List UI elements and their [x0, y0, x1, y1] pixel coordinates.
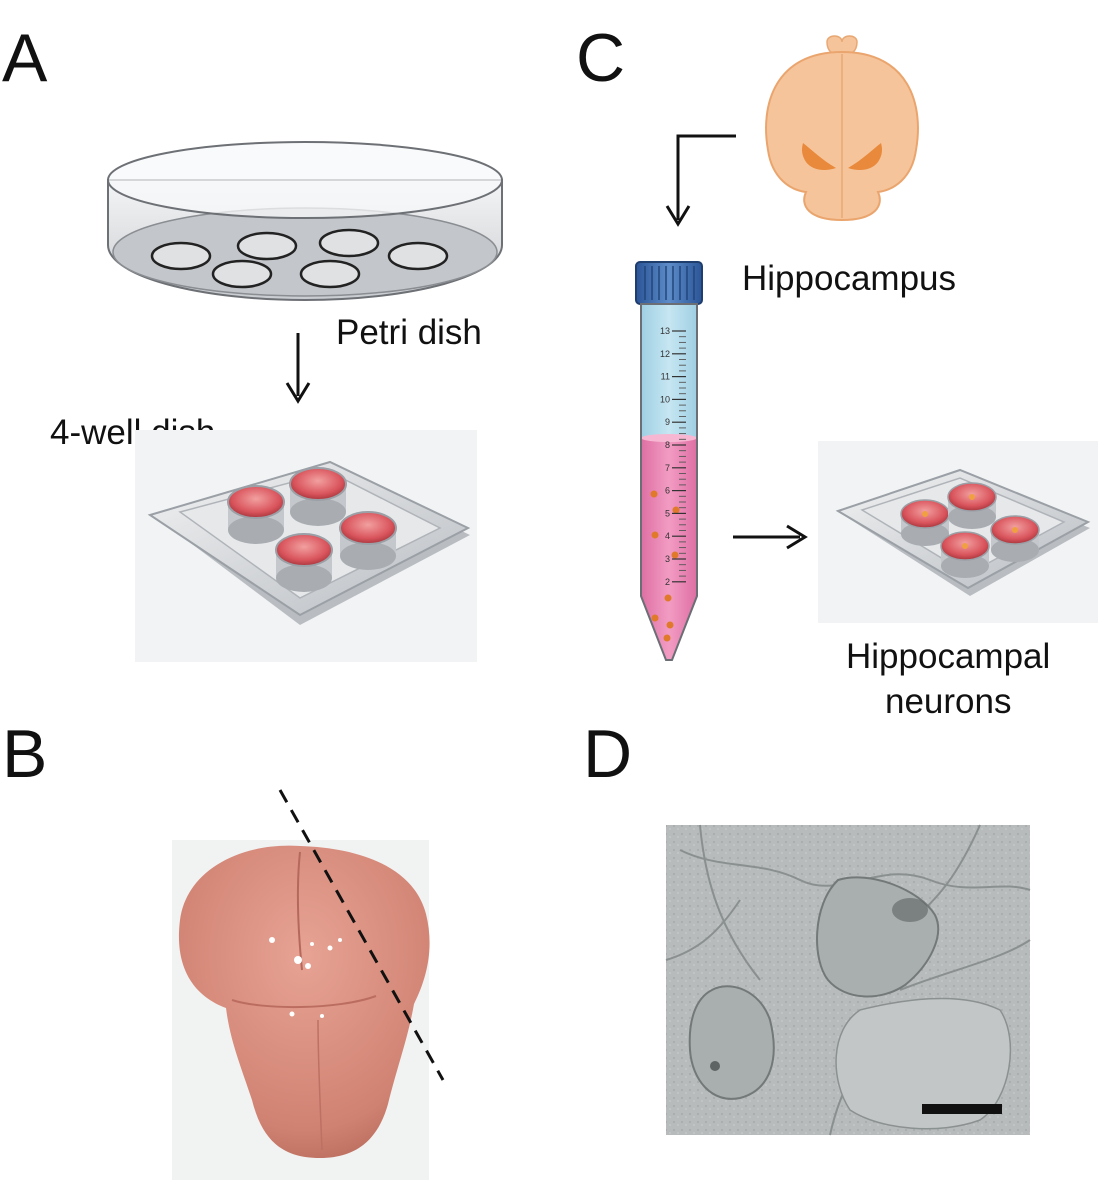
tube-tick-label: 11: [661, 372, 670, 382]
falcon-tube: 13 12 11 10 9 8 7 6 5 4 3 2: [635, 261, 703, 661]
cut-line: [278, 789, 445, 1081]
hippocampal-label-line2: neurons: [885, 682, 1012, 721]
scale-bar: [922, 1104, 1002, 1114]
brain-photo: [172, 840, 430, 1180]
hippocampus-label: Hippocampus: [742, 259, 956, 298]
well: [289, 467, 347, 526]
hippocampal-label-line1: Hippocampal: [846, 637, 1051, 676]
tube-tick-label: 10: [660, 394, 670, 404]
tube-tick-label: 5: [665, 508, 670, 518]
well: [275, 533, 333, 592]
tube-tick-label: 13: [660, 326, 670, 336]
well: [227, 485, 285, 544]
neuron-culture-dish-image: [818, 441, 1098, 623]
arrow-right-icon: [733, 524, 808, 550]
arrow-bent-icon: [665, 134, 736, 227]
petri-dish-label: Petri dish: [336, 313, 482, 352]
arrow-down-icon: [285, 333, 311, 404]
panel-label-b: B: [2, 716, 48, 792]
tube-tick-label: 7: [665, 463, 670, 473]
tube-tick-label: 12: [660, 349, 670, 359]
tube-scale: 13 12 11 10 9 8 7 6 5 4 3 2: [660, 326, 686, 587]
tube-tick-label: 8: [665, 440, 670, 450]
tube-tick-label: 2: [665, 577, 670, 587]
brain-icon: [765, 35, 919, 222]
tube-tick-label: 3: [665, 554, 670, 564]
tube-tick-label: 6: [665, 486, 670, 496]
petri-dish: [107, 141, 503, 301]
well: [339, 511, 397, 570]
tube-tick-label: 4: [665, 531, 670, 541]
neuron-micrograph: [665, 824, 1031, 1136]
panel-label-c: C: [576, 20, 626, 96]
four-well-dish-image: [135, 430, 477, 662]
panel-label-d: D: [583, 716, 633, 792]
tube-tick-label: 9: [665, 417, 670, 427]
panel-label-a: A: [2, 20, 48, 96]
